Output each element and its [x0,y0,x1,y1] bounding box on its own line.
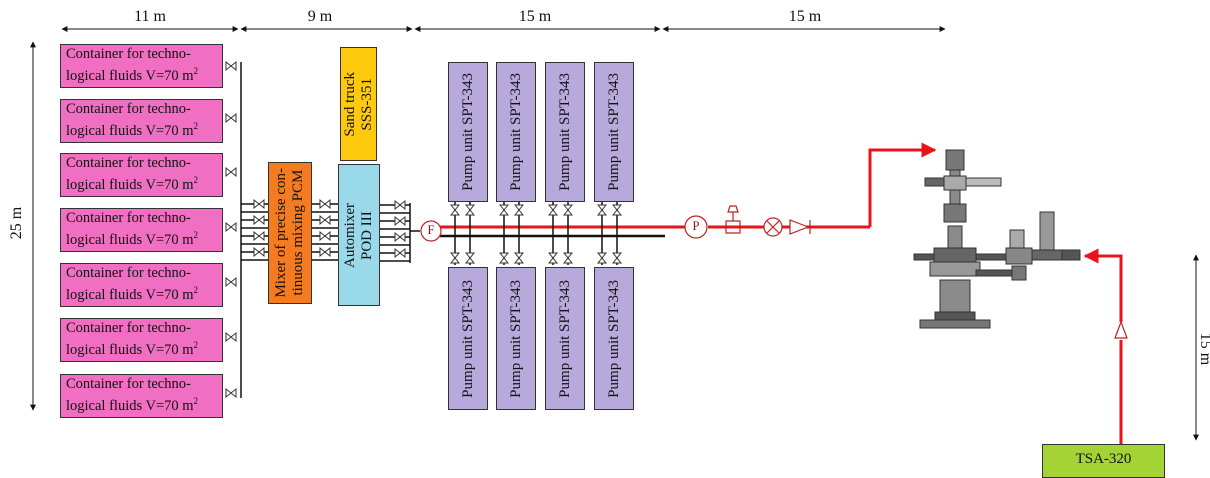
pump-label: Pump unit SPT-343 [605,73,622,191]
dimension-11m: 11 m [134,8,166,25]
pressure-gauge-circle [684,215,708,239]
container-sup: 2 [193,230,199,240]
automixer-pod: Automixer POD III [338,164,380,306]
container-1: Container for techno- logical fluids V=7… [60,44,223,88]
container-label-1: Container for techno- [66,265,191,281]
pump-unit-bottom-1: Pump unit SPT-343 [448,267,488,410]
automixer-label-2: POD III [359,210,375,260]
container-sup: 2 [193,175,199,185]
safety-valve-icon [725,205,741,234]
tsa-unit: TSA-320 [1042,444,1165,478]
dimension-9m: 9 m [307,8,333,25]
container-7: Container for techno- logical fluids V=7… [60,374,223,418]
automixer-label-1: Automixer [342,202,358,268]
pump-unit-top-1: Pump unit SPT-343 [448,62,488,202]
pump-label: Pump unit SPT-343 [556,279,573,398]
container-valves [225,61,237,398]
container-label-1: Container for techno- [66,320,191,336]
container-sup: 2 [193,396,199,406]
container-label-2: logical fluids V=70 m [66,122,194,139]
dimension-15m-a: 15 m [518,8,552,25]
flow-meter-circle [420,220,442,242]
container-label-2: logical fluids V=70 m [66,67,194,84]
pump-unit-top-3: Pump unit SPT-343 [545,62,585,202]
mixer-pcm: Mixer of precise con- tinuous mixing PCM [268,162,312,304]
pump-unit-bottom-3: Pump unit SPT-343 [545,267,585,410]
pump-label: Pump unit SPT-343 [605,279,622,398]
dimension-15m-b: 15 m [788,8,822,25]
container-2: Container for techno- logical fluids V=7… [60,99,223,143]
container-3: Container for techno- logical fluids V=7… [60,153,223,197]
pump-unit-top-4: Pump unit SPT-343 [594,62,634,202]
container-label-1: Container for techno- [66,376,191,392]
shutoff-valve-icon [763,217,783,237]
sand-truck: Sand truck SSS-351 [340,47,377,161]
automixer-outlet-lines [380,203,420,263]
container-6: Container for techno- logical fluids V=7… [60,318,223,362]
pump-unit-top-2: Pump unit SPT-343 [496,62,536,202]
pump-label: Pump unit SPT-343 [459,73,476,191]
wellhead-icon [913,149,1081,329]
pump-label: Pump unit SPT-343 [459,279,476,398]
container-4: Container for techno- logical fluids V=7… [60,208,223,252]
return-line [1083,248,1123,444]
pump-label: Pump unit SPT-343 [507,279,524,398]
container-sup: 2 [193,285,199,295]
pump-label: Pump unit SPT-343 [556,73,573,191]
container-label-2: logical fluids V=70 m [66,176,194,193]
mixer-label-1: Mixer of precise con- [273,168,289,298]
discharge-line [665,142,937,229]
container-label-2: logical fluids V=70 m [66,286,194,303]
return-check-valve-icon [1114,320,1128,339]
container-5: Container for techno- logical fluids V=7… [60,263,223,307]
container-label-1: Container for techno- [66,101,191,117]
sand-truck-label-2: SSS-351 [358,77,375,131]
pump-connections [454,200,618,265]
pump-valves [450,204,622,264]
pump-label: Pump unit SPT-343 [507,73,524,191]
container-sup: 2 [193,66,199,76]
container-label-1: Container for techno- [66,155,191,171]
pump-unit-bottom-2: Pump unit SPT-343 [496,267,536,410]
sand-truck-label-1: Sand truck [341,71,358,137]
check-valve-icon [789,219,811,235]
flow-meter-label: F [427,222,435,237]
container-label-1: Container for techno- [66,46,191,62]
mixer-label-2: tinuous mixing PCM [290,170,306,296]
pressure-gauge-label: P [692,218,700,233]
container-label-1: Container for techno- [66,210,191,226]
container-label-2: logical fluids V=70 m [66,397,194,414]
container-sup: 2 [193,121,199,131]
container-label-2: logical fluids V=70 m [66,231,194,248]
pump-unit-bottom-4: Pump unit SPT-343 [594,267,634,410]
container-sup: 2 [193,340,199,350]
container-label-2: logical fluids V=70 m [66,341,194,358]
